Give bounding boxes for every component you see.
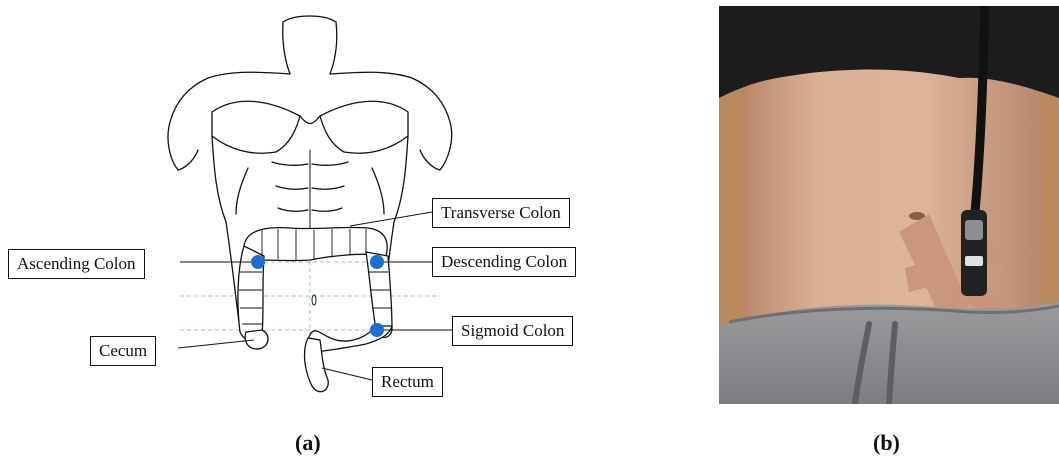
leader-rectum: [322, 368, 372, 380]
right-torso-side: [394, 136, 408, 222]
caption-a: (a): [295, 430, 321, 456]
left-shoulder-outline: [168, 72, 290, 170]
abdomen-skin: [742, 46, 1043, 316]
abdomen-photo-illustration: [719, 6, 1059, 404]
right-shoulder-outline: [330, 72, 452, 170]
panel-b-photo: [719, 6, 1059, 404]
leader-transverse: [350, 212, 432, 226]
probe-highlight: [965, 220, 983, 240]
marker-ascending: [251, 255, 265, 269]
left-pectoral-outline: [212, 101, 300, 153]
leader-cecum: [178, 340, 254, 348]
cecum-shape: [245, 330, 268, 349]
label-rectum: Rectum: [372, 367, 443, 397]
left-torso-side: [212, 136, 226, 222]
label-ascending-colon: Ascending Colon: [8, 249, 145, 279]
marker-descending: [370, 255, 384, 269]
label-transverse-colon: Transverse Colon: [432, 198, 570, 228]
caption-b: (b): [873, 430, 900, 456]
neck-outline: [283, 22, 337, 74]
right-pectoral-outline: [320, 101, 408, 153]
label-descending-colon: Descending Colon: [432, 247, 576, 277]
probe-button: [965, 256, 983, 266]
panel-a-diagram: Transverse Colon Ascending Colon Descend…: [0, 0, 640, 420]
label-sigmoid-colon: Sigmoid Colon: [452, 316, 573, 346]
label-cecum: Cecum: [90, 336, 156, 366]
marker-sigmoid: [370, 323, 384, 337]
